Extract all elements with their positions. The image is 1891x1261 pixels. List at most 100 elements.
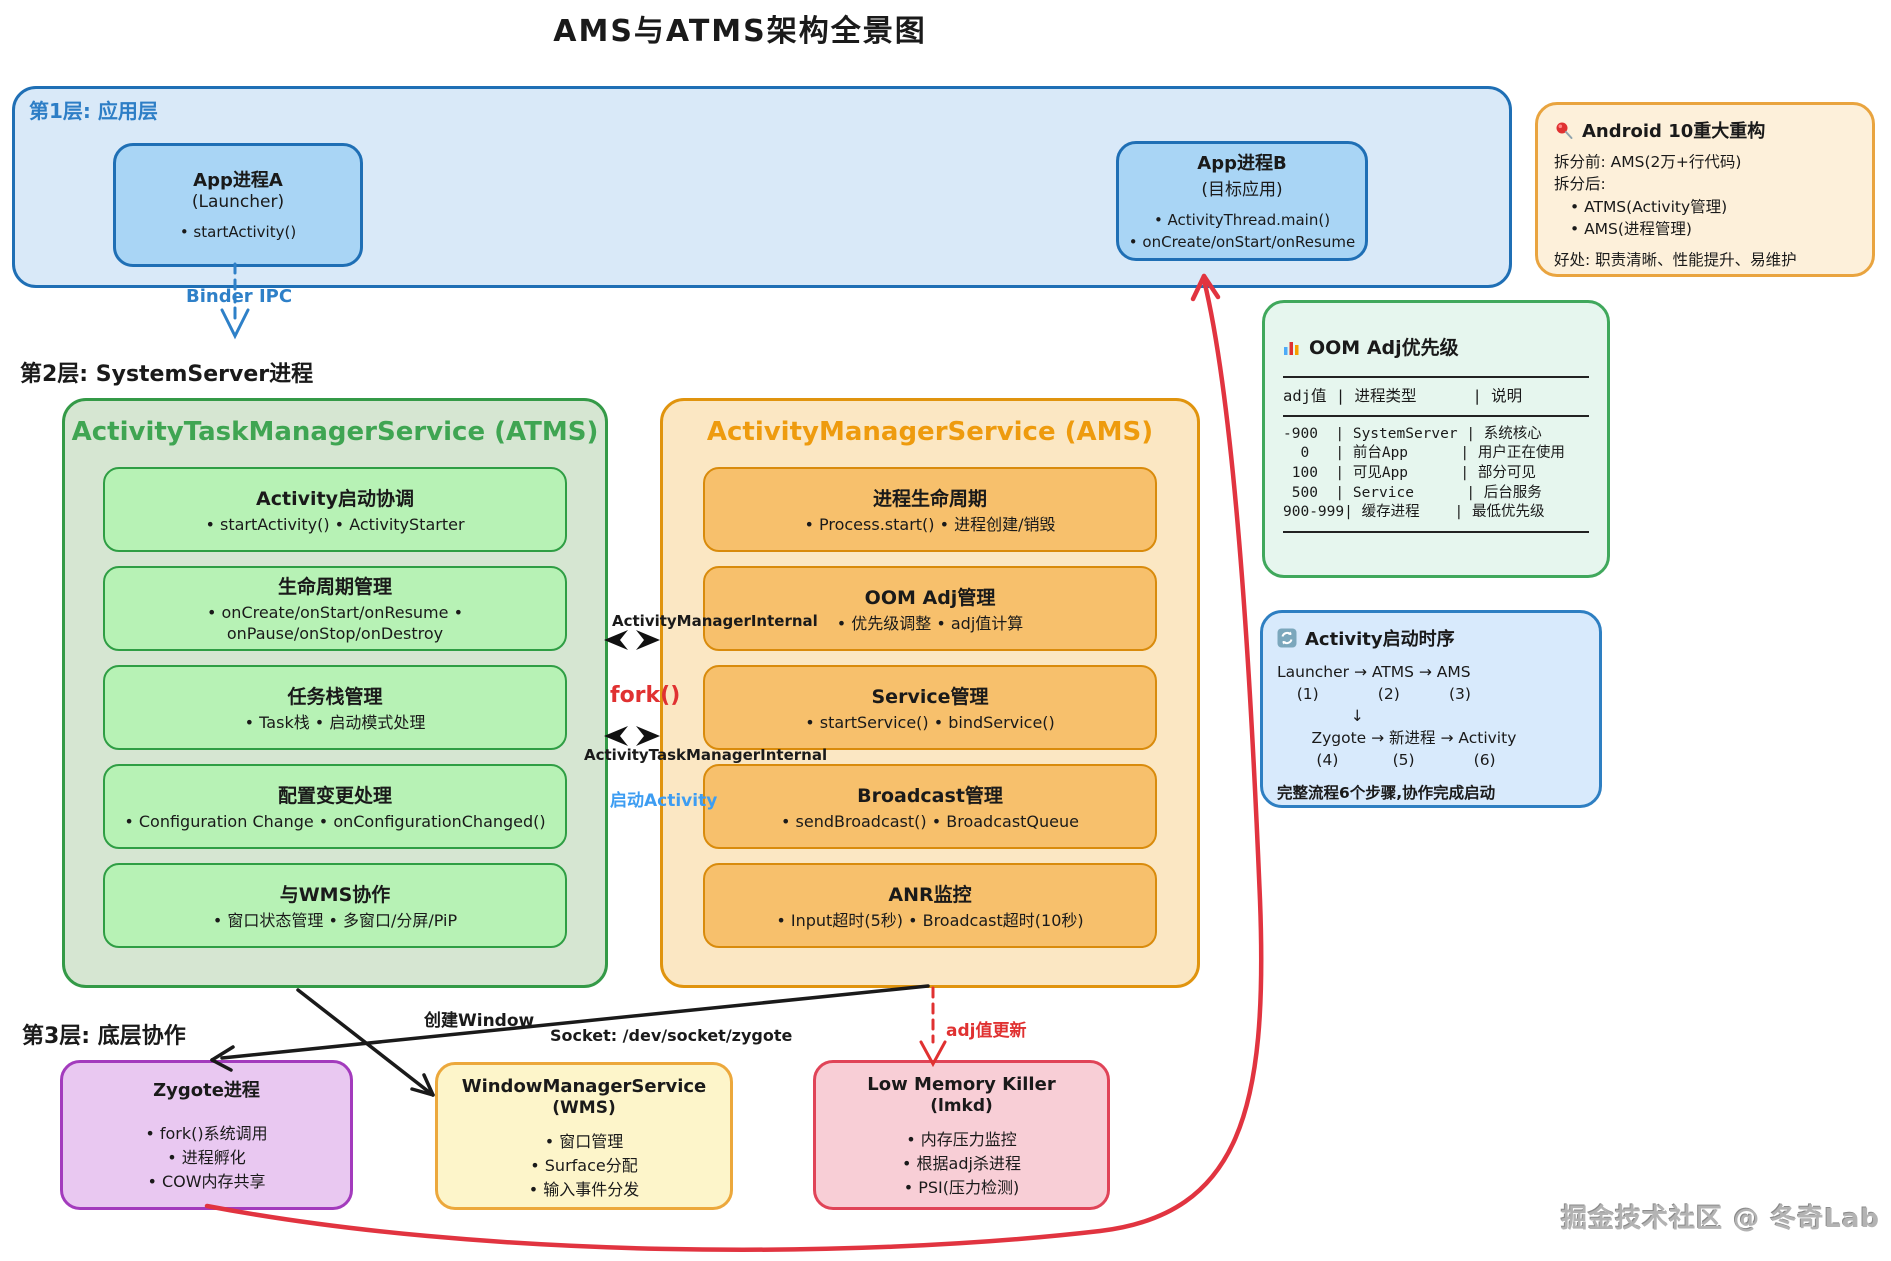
fork-label: fork() [610, 683, 681, 708]
zygote-bullet-3: • COW内存共享 [147, 1172, 266, 1192]
wms-box: WindowManagerService (WMS) • 窗口管理 • Surf… [435, 1062, 733, 1210]
wms-title: WindowManagerService [461, 1076, 707, 1097]
oom-row: 900-999| 缓存进程 | 最低优先级 [1283, 504, 1545, 521]
bidirectional-arrow-icon [604, 630, 660, 650]
lmk-bullet-3: • PSI(压力检测) [903, 1178, 1020, 1198]
activity-task-manager-internal-label: ActivityTaskManagerInternal [584, 746, 828, 764]
create-window-label: 创建Window [424, 1011, 535, 1031]
android10-bullet-2: • AMS(进程管理) [1570, 220, 1692, 239]
sequence-line: Launcher → ATMS → AMS [1277, 663, 1471, 681]
card-title: ANR监控 [888, 883, 972, 906]
android10-title: Android 10重大重构 [1582, 121, 1766, 142]
sequence-footer: 完整流程6个步骤,协作完成启动 [1277, 784, 1496, 802]
oom-table-header: adj值 | 进程类型 | 说明 [1283, 387, 1523, 405]
card-title: Activity启动协调 [256, 487, 414, 510]
wms-subtitle: (WMS) [552, 1098, 616, 1119]
atms-panel: ActivityTaskManagerService (ATMS) Activi… [62, 398, 608, 988]
lmk-bullet-1: • 内存压力监控 [906, 1130, 1017, 1150]
ams-card-broadcast: Broadcast管理 • sendBroadcast() • Broadcas… [703, 764, 1157, 849]
oom-adj-note: OOM Adj优先级 adj值 | 进程类型 | 说明 -900 | Syste… [1262, 300, 1610, 578]
app-b-bullet-1: • ActivityThread.main() [1153, 210, 1331, 229]
android10-footer: 好处: 职责清晰、性能提升、易维护 [1554, 250, 1797, 269]
card-body: • 窗口状态管理 • 多窗口/分屏/PiP [212, 910, 458, 930]
app-b-bullet-2: • onCreate/onStart/onResume [1128, 232, 1356, 251]
atms-title: ActivityTaskManagerService (ATMS) [71, 417, 599, 447]
app-b-subtitle: (目标应用) [1201, 179, 1283, 200]
app-process-a-box: App进程A (Launcher) • startActivity() [113, 143, 363, 267]
lmk-box: Low Memory Killer (lmkd) • 内存压力监控 • 根据ad… [813, 1060, 1110, 1210]
wms-bullet-3: • 输入事件分发 [528, 1180, 640, 1200]
sequence-line: ↓ [1277, 707, 1364, 725]
layer1-label: 第1层: 应用层 [29, 99, 158, 123]
layer2-label: 第2层: SystemServer进程 [20, 362, 314, 387]
ams-title: ActivityManagerService (AMS) [706, 417, 1154, 447]
atms-card-activity-start: Activity启动协调 • startActivity() • Activit… [103, 467, 567, 552]
card-title: 任务栈管理 [287, 685, 383, 708]
watermark: 掘金技术社区 @ 冬奇Lab [1561, 1204, 1880, 1234]
layer1-application-layer: 第1层: 应用层 App进程A (Launcher) • startActivi… [12, 86, 1512, 288]
sequence-line: (4) (5) (6) [1277, 751, 1496, 769]
card-body: • startActivity() • ActivityStarter [205, 514, 465, 534]
ams-card-oom-adj: OOM Adj管理 • 优先级调整 • adj值计算 [703, 566, 1157, 651]
layer3-label: 第3层: 底层协作 [22, 1024, 186, 1049]
app-b-title: App进程B [1197, 152, 1287, 174]
app-a-bullet: • startActivity() [179, 223, 297, 242]
ams-panel: ActivityManagerService (AMS) 进程生命周期 • Pr… [660, 398, 1200, 988]
oom-row: 0 | 前台App | 用户正在使用 [1283, 445, 1565, 462]
card-body: • startService() • bindService() [805, 712, 1055, 732]
android10-note: Android 10重大重构 拆分前: AMS(2万+行代码) 拆分后: • A… [1535, 102, 1875, 277]
zygote-bullet-1: • fork()系统调用 [145, 1124, 268, 1144]
pushpin-icon [1554, 120, 1574, 140]
card-title: OOM Adj管理 [864, 586, 996, 609]
divider [1283, 414, 1589, 417]
card-body: • Process.start() • 进程创建/销毁 [804, 514, 1056, 534]
bidirectional-arrow-icon [604, 726, 660, 746]
oom-row: -900 | SystemServer | 系统核心 [1283, 425, 1542, 442]
atms-card-lifecycle: 生命周期管理 • onCreate/onStart/onResume • onP… [103, 566, 567, 651]
activity-sequence-note: Activity启动时序 Launcher → ATMS → AMS (1) (… [1260, 610, 1602, 808]
oom-row: 500 | Service | 后台服务 [1283, 484, 1542, 501]
atms-card-task-stack: 任务栈管理 • Task栈 • 启动模式处理 [103, 665, 567, 750]
zygote-bullet-2: • 进程孵化 [167, 1148, 246, 1168]
card-body: • onCreate/onStart/onResume • onPause/on… [206, 603, 463, 643]
zygote-box: Zygote进程 • fork()系统调用 • 进程孵化 • COW内存共享 [60, 1060, 353, 1210]
start-activity-label: 启动Activity [610, 791, 718, 811]
divider [1283, 530, 1589, 533]
atms-card-config-change: 配置变更处理 • Configuration Change • onConfig… [103, 764, 567, 849]
atms-card-wms-coop: 与WMS协作 • 窗口状态管理 • 多窗口/分屏/PiP [103, 863, 567, 948]
app-a-title: App进程A [193, 170, 283, 192]
lmk-bullet-2: • 根据adj杀进程 [902, 1154, 1021, 1174]
card-body: • Input超时(5秒) • Broadcast超时(10秒) [776, 910, 1084, 930]
wms-bullet-1: • 窗口管理 [544, 1132, 624, 1152]
ams-cards: 进程生命周期 • Process.start() • 进程创建/销毁 OOM A… [703, 467, 1157, 948]
ams-card-service: Service管理 • startService() • bindService… [703, 665, 1157, 750]
sequence-line: (1) (2) (3) [1277, 685, 1471, 703]
lmk-title: Low Memory Killer [867, 1074, 1056, 1095]
card-body: • sendBroadcast() • BroadcastQueue [781, 811, 1079, 831]
zygote-title: Zygote进程 [153, 1080, 260, 1101]
oom-row: 100 | 可见App | 部分可见 [1283, 465, 1536, 482]
refresh-icon [1277, 628, 1297, 648]
card-body: • Task栈 • 启动模式处理 [244, 712, 426, 732]
card-title: 配置变更处理 [277, 784, 392, 807]
socket-label: Socket: /dev/socket/zygote [550, 1026, 793, 1045]
adj-update-label: adj值更新 [946, 1021, 1027, 1041]
android10-bullet-1: • ATMS(Activity管理) [1570, 197, 1728, 216]
ams-card-anr: ANR监控 • Input超时(5秒) • Broadcast超时(10秒) [703, 863, 1157, 948]
card-title: 与WMS协作 [279, 883, 391, 906]
card-title: Service管理 [871, 685, 989, 708]
atms-cards: Activity启动协调 • startActivity() • Activit… [103, 467, 567, 948]
bar-chart-icon [1283, 338, 1301, 356]
android10-line-1: 拆分前: AMS(2万+行代码) [1554, 153, 1742, 171]
app-a-subtitle: (Launcher) [191, 192, 285, 213]
page-title: AMS与ATMS架构全景图 [553, 14, 927, 49]
card-title: 进程生命周期 [872, 487, 987, 510]
ams-card-process-lifecycle: 进程生命周期 • Process.start() • 进程创建/销毁 [703, 467, 1157, 552]
wms-bullet-2: • Surface分配 [530, 1156, 638, 1176]
binder-ipc-label: Binder IPC [186, 286, 293, 307]
app-process-b-box: App进程B (目标应用) • ActivityThread.main() • … [1116, 141, 1368, 261]
sequence-title: Activity启动时序 [1305, 629, 1455, 650]
adj-update-arrow [919, 986, 947, 1068]
oom-title: OOM Adj优先级 [1309, 337, 1459, 359]
